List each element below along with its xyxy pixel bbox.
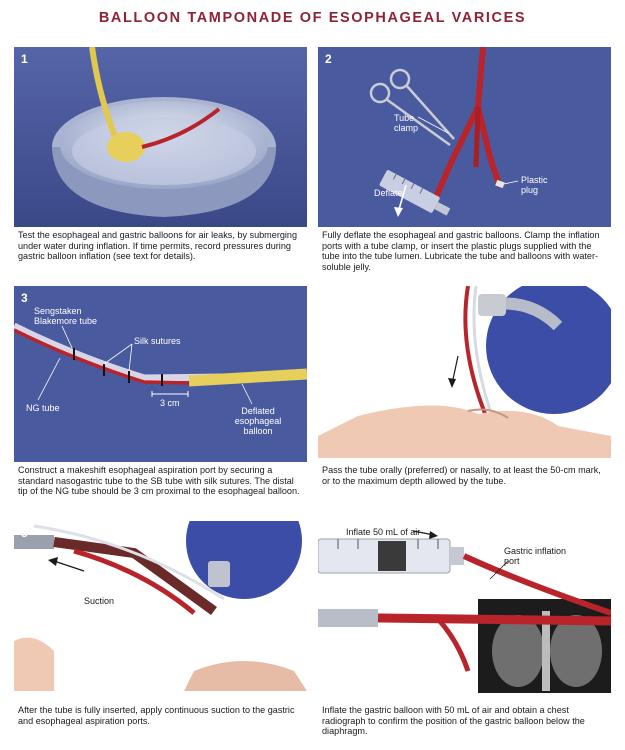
- gastric-port-label: Gastric inflation port: [504, 546, 574, 566]
- step-number: 1: [21, 52, 28, 66]
- panel-6-caption: Inflate the gastric balloon with 50 mL o…: [322, 705, 607, 737]
- tube-clamp-label: Tube clamp: [394, 113, 434, 133]
- step-number: 5: [21, 526, 28, 540]
- inflate-label: Inflate 50 mL of air: [346, 527, 420, 537]
- silk-sutures-label: Silk sutures: [134, 336, 181, 346]
- sb-tube-label: Sengstaken Blakemore tube: [34, 306, 98, 326]
- step-number: 4: [325, 291, 332, 305]
- ng-tube-label: NG tube: [26, 403, 60, 413]
- panel-2-caption: Fully deflate the esophageal and gastric…: [322, 230, 607, 272]
- panel-5-caption: After the tube is fully inserted, apply …: [18, 705, 303, 726]
- panel-5-illustration: [14, 521, 307, 691]
- suction-label: Suction: [84, 596, 114, 606]
- step-number: 2: [325, 52, 332, 66]
- panel-1-caption: Test the esophageal and gastric balloons…: [18, 230, 303, 262]
- three-cm-label: 3 cm: [160, 398, 180, 408]
- panel-1-illustration: [14, 47, 307, 227]
- panel-4-illustration: [318, 286, 611, 458]
- panel-6: 6 Inflate 50 mL of air Gastric inflation…: [318, 521, 611, 746]
- panel-3-caption: Construct a makeshift esophageal aspirat…: [18, 465, 303, 497]
- panel-2: 2 Tube clamp Deflate Plastic plug Fully …: [318, 47, 611, 274]
- panel-4: 4 Pass the tube orally (preferred) or na…: [318, 286, 611, 511]
- deflate-label: Deflate: [374, 188, 403, 198]
- panel-3: 3 Sengstaken Blakemore tube Silk sutures…: [14, 286, 307, 511]
- panel-2-illustration: [318, 47, 611, 227]
- plastic-plug-label: Plastic plug: [521, 175, 566, 195]
- step-number: 6: [325, 526, 332, 540]
- panel-5: 5 Suction After the tube is fully insert…: [14, 521, 307, 746]
- deflated-balloon-label: Deflated esophageal balloon: [232, 406, 284, 436]
- step-number: 3: [21, 291, 28, 305]
- panel-1: 1 Test the esophageal and gastric balloo…: [14, 47, 307, 274]
- page-title: BALLOON TAMPONADE OF ESOPHAGEAL VARICES: [0, 10, 625, 26]
- panel-4-caption: Pass the tube orally (preferred) or nasa…: [322, 465, 607, 486]
